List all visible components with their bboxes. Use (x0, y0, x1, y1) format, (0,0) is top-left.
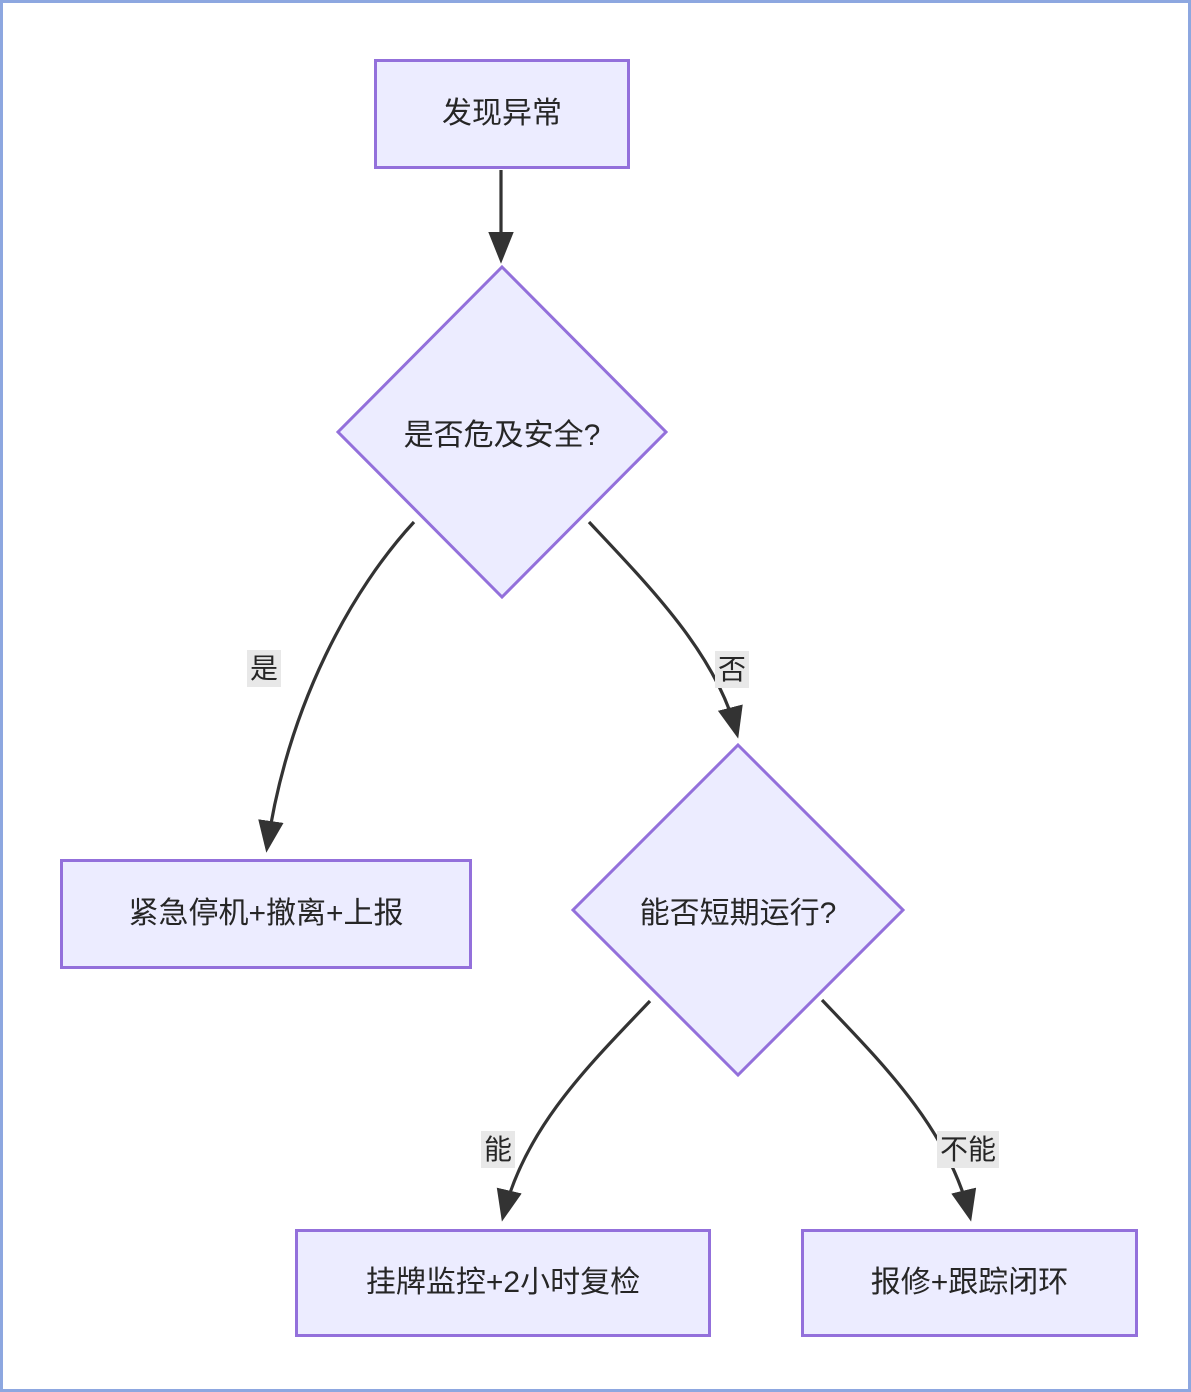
node-decision-shortterm[interactable]: 能否短期运行? (571, 743, 905, 1077)
node-repair-action-label: 报修+跟踪闭环 (870, 1266, 1069, 1299)
node-monitor-action[interactable]: 挂牌监控+2小时复检 (295, 1229, 711, 1337)
node-emergency-action[interactable]: 紧急停机+撤离+上报 (60, 859, 472, 969)
node-monitor-action-label: 挂牌监控+2小时复检 (365, 1266, 641, 1299)
edge-label-can: 能 (481, 1131, 516, 1169)
node-emergency-action-label: 紧急停机+撤离+上报 (128, 897, 404, 930)
diamond-shape-icon (571, 743, 905, 1077)
node-start-label: 发现异常 (442, 97, 562, 130)
edge-label-no: 否 (715, 651, 750, 689)
edge-label-yes: 是 (247, 650, 282, 688)
node-decision-shortterm-label: 能否短期运行? (639, 897, 837, 930)
flowchart-edges (258, 170, 977, 1222)
edge-label-cannot: 不能 (937, 1131, 1000, 1169)
node-decision-safety-label: 是否危及安全? (403, 419, 601, 452)
diamond-shape-icon (336, 265, 668, 599)
node-repair-action[interactable]: 报修+跟踪闭环 (801, 1229, 1138, 1337)
node-decision-safety[interactable]: 是否危及安全? (336, 265, 668, 599)
node-start[interactable]: 发现异常 (374, 59, 630, 169)
